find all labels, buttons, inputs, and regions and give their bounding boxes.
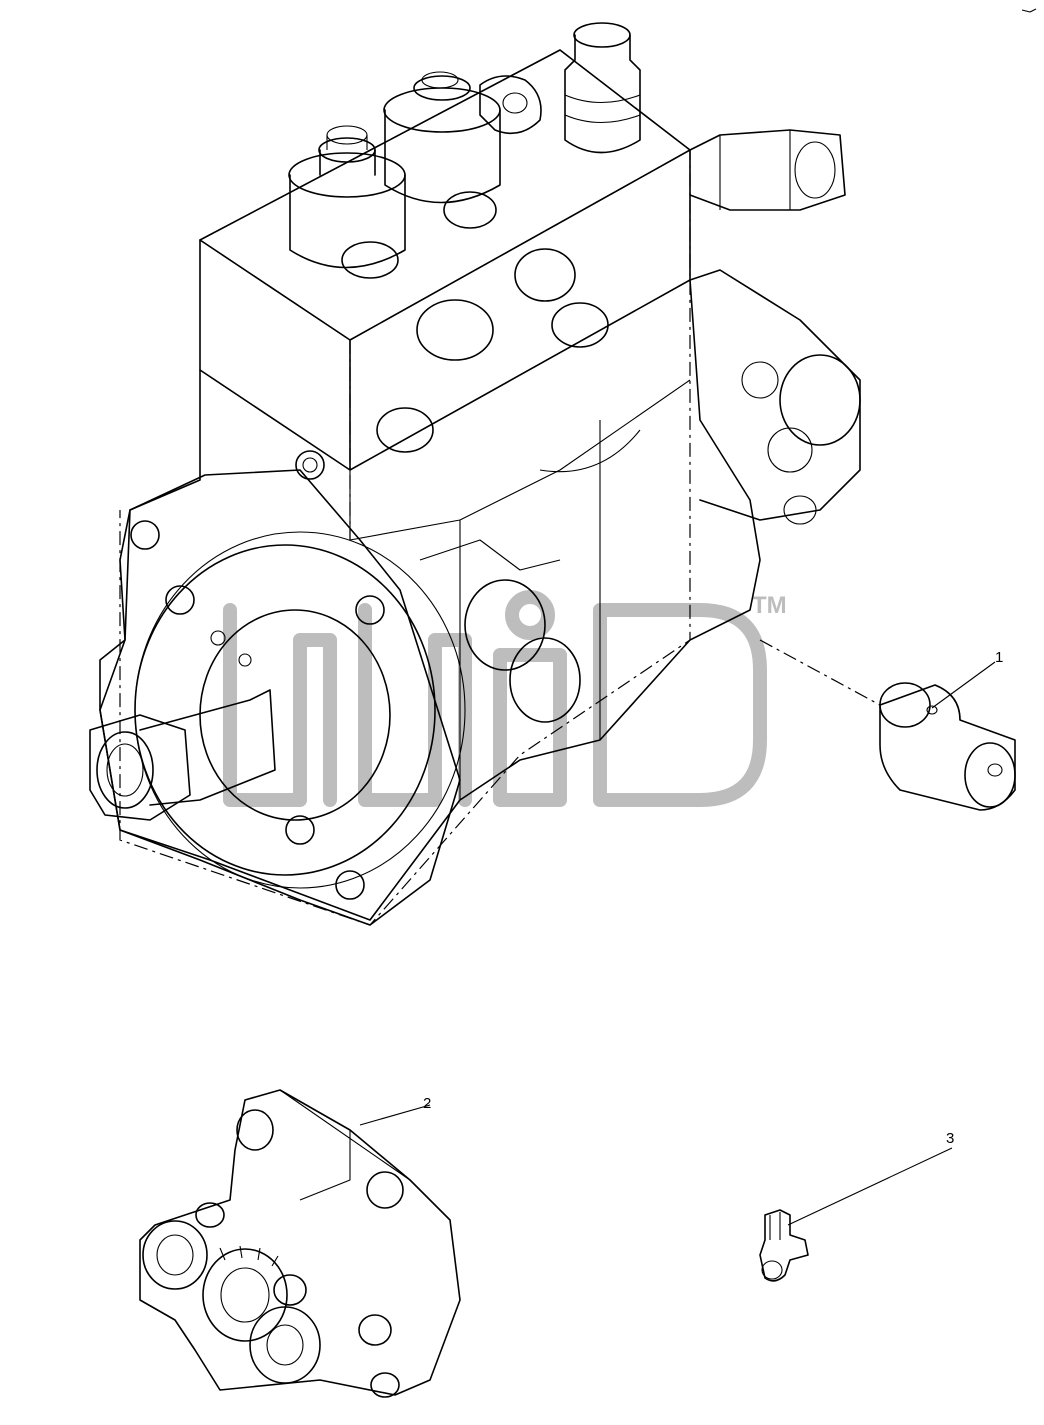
- flange-bolt-hole-5: [335, 870, 365, 900]
- part-2-gear-pump: 2: [139, 1089, 461, 1398]
- flange-bolt-hole-1: [130, 520, 160, 550]
- shaft-nut: [89, 714, 191, 821]
- feed-pump-right: [689, 269, 861, 525]
- watermark-tm: TM: [752, 592, 787, 619]
- fuel-pump-assembly: [89, 22, 861, 926]
- side-plug-1: [416, 299, 494, 361]
- side-plug-3: [551, 302, 609, 348]
- housing-bolt: [295, 450, 325, 480]
- drive-shaft: [89, 689, 276, 821]
- part-1-pin: 1: [759, 639, 1016, 811]
- callout-2: 2: [423, 1095, 431, 1112]
- mounting-flange: [99, 450, 466, 926]
- pressure-sensor-top: [564, 22, 641, 154]
- side-plug-2: [514, 248, 576, 302]
- watermark-logo: TM: [223, 590, 787, 807]
- callout-3: 3: [946, 1130, 954, 1147]
- callout-1: 1: [995, 649, 1003, 666]
- flange-bolt-hole-2: [165, 585, 195, 615]
- corner-mark: [1021, 8, 1037, 13]
- outlet-fitting-right: [383, 71, 501, 229]
- gear-teeth: [202, 1245, 288, 1342]
- part-3-sensor: 3: [759, 1130, 954, 1282]
- electrical-connector: [689, 129, 846, 211]
- outlet-fitting-left: [288, 125, 406, 279]
- flange-ring: [479, 75, 542, 135]
- flange-bolt-hole-4: [285, 815, 315, 845]
- lower-boss-1: [464, 579, 546, 671]
- side-port: [376, 407, 434, 453]
- flange-bolt-hole-3: [355, 595, 385, 625]
- lower-boss-2: [509, 637, 581, 723]
